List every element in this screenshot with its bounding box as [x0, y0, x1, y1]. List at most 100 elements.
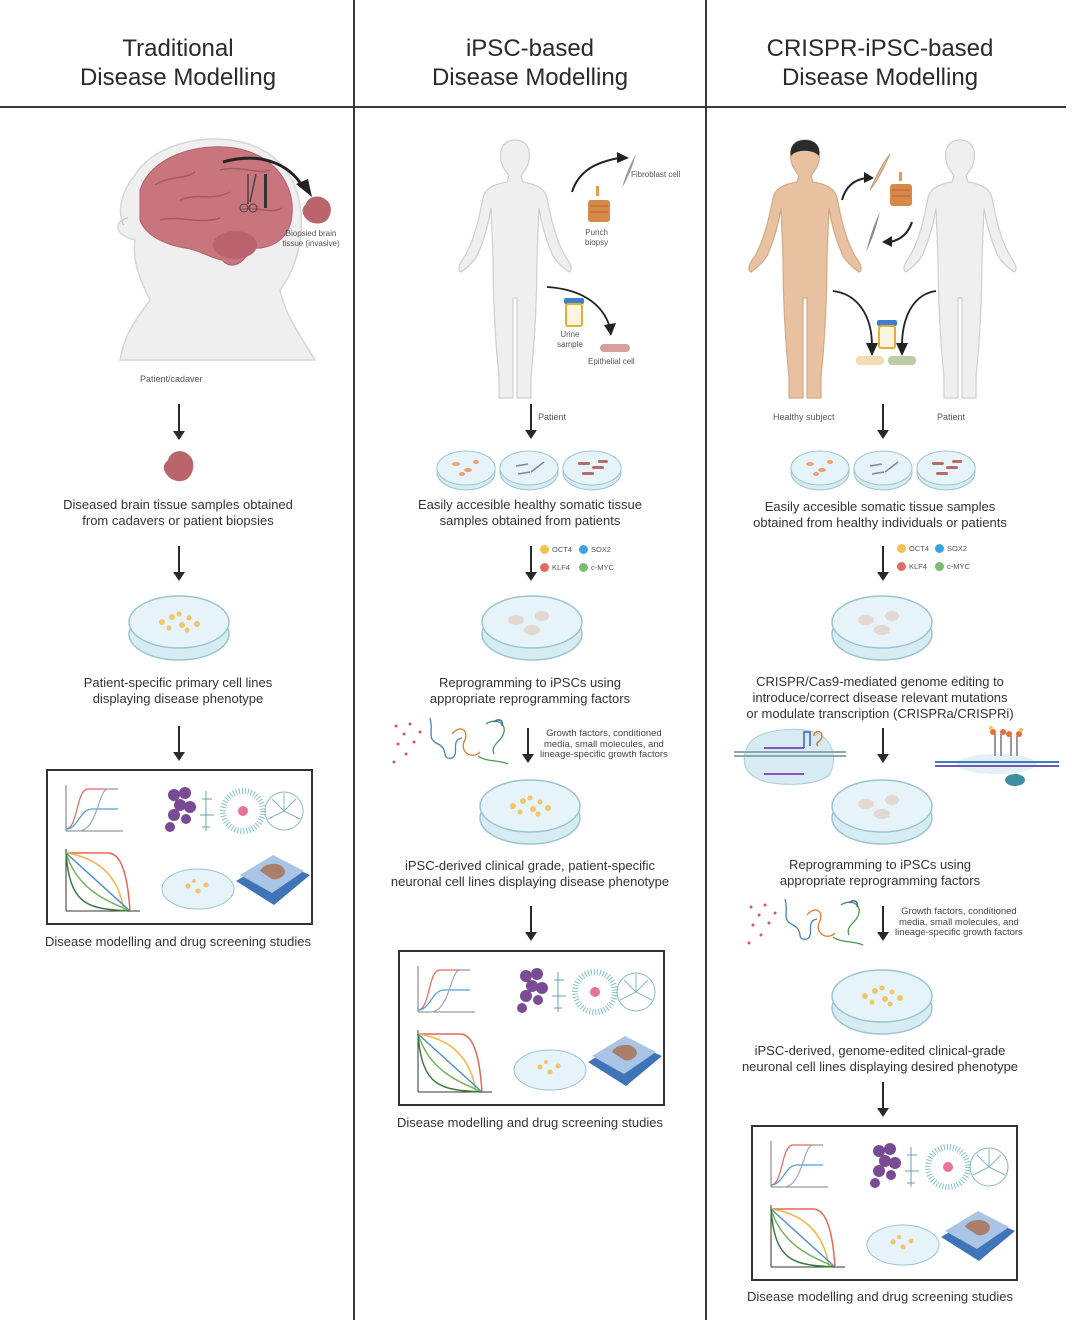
- caption-line: obtained from healthy individuals or pat…: [753, 515, 1007, 530]
- flow-arrow: [524, 546, 538, 582]
- dendrimer-icon: [969, 1147, 1009, 1187]
- factor-label: KLF4: [909, 562, 927, 571]
- crispra-crispri-illustration: [935, 726, 1059, 786]
- label-line: media, small molecules, and: [543, 738, 664, 750]
- nanoparticle-cluster: [517, 968, 548, 1013]
- growth-factor-proteins-illustration: [392, 717, 509, 765]
- factor-label: SOX2: [947, 544, 968, 553]
- label-line: Biopsied brain: [285, 229, 337, 238]
- somatic-tissue-dishes: [790, 450, 976, 491]
- caption-line: appropriate reprogramming factors: [779, 873, 981, 888]
- micelle-icon: [220, 788, 266, 834]
- punch-biopsy-label: Punch biopsy: [585, 228, 608, 248]
- surgical-tools-icon: [239, 173, 267, 213]
- caption-line: or modulate transcription (CRISPRa/CRISP…: [746, 706, 1014, 721]
- label-line: biopsy: [585, 238, 609, 247]
- caption-line: iPSC-derived, genome-edited clinical-gra…: [754, 1043, 1006, 1058]
- epithelial-cells-icon: [856, 356, 916, 365]
- flow-arrow: [876, 1082, 890, 1118]
- punch-biopsy-icon: [588, 186, 610, 222]
- screening-petri-dish: [866, 1224, 940, 1266]
- patient-to-epithelial-arrow: [896, 290, 937, 356]
- title-line-2: Disease Modelling: [781, 64, 979, 91]
- healthy-subject-body-illustration: [748, 139, 862, 399]
- factor-klf4: KLF4: [540, 563, 570, 572]
- column-title-ipsc: iPSC-based Disease Modelling: [355, 34, 705, 92]
- biopsied-tissue-icon: [302, 196, 331, 224]
- factor-label: OCT4: [909, 544, 930, 553]
- crispr-cas9-editing-illustration: [734, 728, 846, 785]
- petri-dish-ipsc-colonies: [831, 595, 933, 661]
- petri-dish-neuronal-cells: [479, 779, 581, 845]
- column-title-crispr-ipsc: CRISPR-iPSC-based Disease Modelling: [705, 34, 1055, 92]
- fibroblast-cell-icon: [869, 153, 891, 191]
- cmyc-dot-icon: [579, 563, 588, 572]
- epithelial-cell-icon: [600, 344, 630, 352]
- patient-to-fibroblast-arrow: [882, 221, 913, 247]
- factor-label: OCT4: [552, 545, 573, 554]
- label-line: Urine: [560, 330, 580, 339]
- oct4-dot-icon: [540, 545, 549, 554]
- nanoparticle-cluster: [165, 787, 196, 832]
- factor-label: KLF4: [552, 563, 570, 572]
- petri-dish-edited-ipsc: [831, 779, 933, 845]
- flow-arrow: [876, 404, 890, 440]
- caption-line: Patient-specific primary cell lines: [83, 675, 273, 690]
- step-caption: Reprogramming to iPSCs using appropriate…: [705, 857, 1055, 889]
- flow-arrow: [521, 728, 535, 764]
- factor-oct4: OCT4: [540, 545, 572, 554]
- factor-cmyc: c-MYC: [935, 562, 970, 571]
- flow-arrow: [524, 906, 538, 942]
- urine-sample-icon: [564, 298, 584, 327]
- klf4-dot-icon: [540, 563, 549, 572]
- step-caption: Easily accesible healthy somatic tissue …: [355, 497, 705, 529]
- dendrimer-icon: [616, 972, 656, 1012]
- screening-petri-dish: [161, 868, 235, 910]
- fibroblast-arrow: [571, 152, 629, 193]
- column-divider-2: [705, 0, 707, 1320]
- screening-illustrations: [65, 785, 310, 912]
- factor-oct4: OCT4: [897, 544, 929, 553]
- fibroblast-cell-grey-icon: [866, 212, 880, 252]
- title-line-1: CRISPR-iPSC-based: [766, 35, 994, 62]
- tissue-scaffold: [236, 855, 310, 905]
- tissue-scaffold: [941, 1211, 1015, 1261]
- label-line: lineage-specific growth factors: [540, 749, 668, 760]
- growth-factors-label: Growth factors, conditioned media, small…: [540, 728, 668, 761]
- caption-line: Diseased brain tissue samples obtained: [63, 497, 293, 512]
- sox2-dot-icon: [935, 544, 944, 553]
- caption-line: neuronal cell lines displaying disease p…: [390, 874, 670, 889]
- kinetics-mini-chart: [65, 849, 140, 912]
- screening-illustrations: [770, 1141, 1015, 1268]
- healthy-to-epithelial-arrow: [832, 290, 878, 356]
- punch-biopsy-icon: [890, 172, 912, 206]
- label-line: Growth factors, conditioned: [546, 728, 662, 739]
- growth-factors-label: Growth factors, conditioned media, small…: [895, 906, 1023, 939]
- polymer-structure: [552, 972, 566, 1012]
- dose-response-mini-chart: [417, 966, 475, 1013]
- flow-arrow: [876, 546, 890, 582]
- factor-sox2: SOX2: [935, 544, 967, 553]
- final-caption: Disease modelling and drug screening stu…: [45, 934, 311, 949]
- kinetics-mini-chart: [417, 1030, 492, 1093]
- caption-line: Reprogramming to iPSCs using: [438, 675, 622, 690]
- brain-tissue-sample-icon: [163, 451, 194, 482]
- final-caption: Disease modelling and drug screening stu…: [397, 1115, 663, 1130]
- title-line-2: Disease Modelling: [431, 64, 629, 91]
- flow-arrow: [876, 906, 890, 942]
- patient-body-illustration: [903, 139, 1017, 399]
- screening-illustrations: [417, 966, 662, 1093]
- step-caption: Easily accesible somatic tissue samples …: [705, 499, 1055, 531]
- urine-sample-icon: [877, 320, 897, 349]
- factor-cmyc: c-MYC: [579, 563, 614, 572]
- fibroblast-cell-icon: [622, 154, 636, 188]
- column-title-traditional: Traditional Disease Modelling: [3, 34, 353, 92]
- drug-screening-panel: [398, 950, 665, 1106]
- biopsy-arrow: [222, 156, 312, 197]
- factor-klf4: KLF4: [897, 562, 927, 571]
- title-line-1: iPSC-based: [465, 35, 595, 62]
- step-caption: iPSC-derived, genome-edited clinical-gra…: [705, 1043, 1055, 1075]
- caption-line: CRISPR/Cas9-mediated genome editing to: [756, 674, 1004, 689]
- caption-line: introduce/correct disease relevant mutat…: [752, 690, 1008, 705]
- label-line: sample: [557, 340, 583, 349]
